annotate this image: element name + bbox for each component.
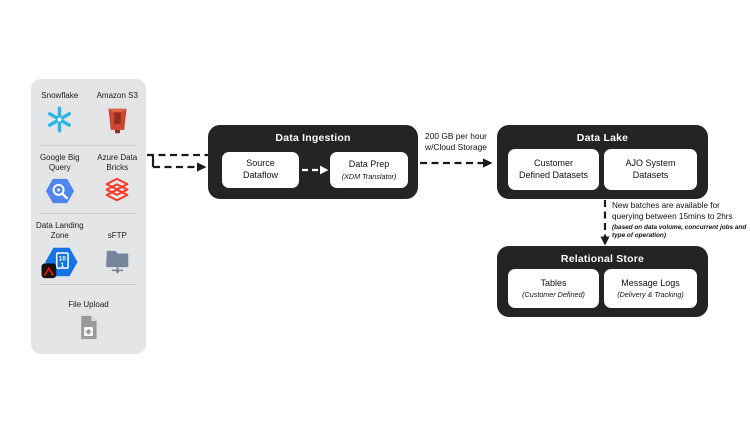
node-ajo-system-datasets: AJO System Datasets: [604, 149, 697, 190]
node-source-dataflow: Source Dataflow: [222, 152, 299, 188]
throughput-line1: 200 GB per hour: [425, 131, 487, 141]
node-subtitle: (Customer Defined): [522, 290, 585, 300]
sources-to-ingestion-arrowhead: [197, 162, 207, 172]
batch-line2: querying between 15mins to 2hrs: [612, 211, 733, 221]
bigquery-icon: [45, 178, 74, 204]
sources-row-4: File Upload: [31, 285, 146, 354]
source-azure-databricks: Azure Data Bricks: [89, 146, 147, 213]
sftp-folder-icon: [105, 250, 129, 274]
node-message-logs: Message Logs (Delivery & Tracking): [604, 269, 697, 308]
source-label: Amazon S3: [96, 91, 138, 100]
source-amazon-s3: Amazon S3: [89, 79, 147, 145]
panel-divider: [40, 284, 137, 285]
sources-panel: Snowflake Amazon S3: [31, 79, 146, 354]
source-file-upload: File Upload: [31, 285, 146, 354]
source-label: Snowflake: [41, 91, 79, 100]
source-label: sFTP: [107, 231, 127, 240]
node-data-prep: Data Prep (XDM Translator): [330, 152, 408, 188]
source-label: Azure Data Bricks: [97, 153, 138, 172]
panel-divider: [40, 145, 137, 146]
source-label: Data Landing Zone: [35, 221, 84, 240]
s3-bucket-icon: [108, 108, 127, 134]
node-title: Message Logs: [621, 277, 680, 288]
ingestion-to-lake-arrowhead: [483, 158, 493, 168]
panel-divider: [40, 213, 137, 214]
group-title: Relational Store: [560, 253, 645, 265]
node-title: Source Dataflow: [242, 158, 278, 180]
group-title: Data Ingestion: [275, 132, 351, 144]
source-google-bigquery: Google Big Query: [31, 146, 89, 213]
data-lake-group: Data Lake Customer Defined Datasets AJO …: [497, 125, 708, 199]
node-subtitle: (Delivery & Tracking): [617, 290, 684, 300]
databricks-icon: [105, 177, 129, 202]
throughput-annotation: 200 GB per hour w/Cloud Storage: [404, 131, 508, 153]
sources-row-2: Google Big Query Azure Data Bricks: [31, 146, 146, 213]
node-tables: Tables (Customer Defined): [508, 269, 599, 308]
data-landing-zone-icon: 10 1: [41, 247, 78, 279]
source-sftp: sFTP: [89, 214, 147, 284]
node-title: Customer Defined Datasets: [518, 157, 589, 180]
throughput-line2: w/Cloud Storage: [425, 142, 487, 153]
data-ingestion-group: Data Ingestion Source Dataflow Data Prep…: [208, 125, 418, 199]
node-title: AJO System Datasets: [625, 157, 676, 180]
sources-row-3: Data Landing Zone 10 1 sFTP: [31, 214, 146, 284]
source-data-landing-zone: Data Landing Zone 10 1: [31, 214, 89, 284]
relational-store-group: Relational Store Tables (Customer Define…: [497, 246, 708, 317]
file-upload-icon: [81, 315, 97, 340]
batch-latency-annotation: New batches are available for querying b…: [612, 201, 748, 240]
node-customer-defined-datasets: Customer Defined Datasets: [508, 149, 599, 190]
snowflake-icon: [48, 106, 72, 133]
svg-text:10: 10: [59, 256, 67, 263]
svg-text:1: 1: [60, 262, 64, 269]
node-title: Data Prep: [348, 159, 390, 170]
group-title: Data Lake: [576, 132, 629, 144]
source-label: Google Big Query: [39, 153, 80, 172]
node-subtitle: (XDM Translator): [341, 171, 397, 181]
batch-line1: New batches are available for: [612, 201, 720, 210]
batch-note: (based on data volume, concurrent jobs a…: [612, 223, 747, 239]
node-title: Tables: [540, 277, 567, 288]
source-snowflake: Snowflake: [31, 79, 89, 145]
source-label: File Upload: [68, 300, 109, 309]
sources-row-1: Snowflake Amazon S3: [31, 79, 146, 145]
lake-to-relational-arrowhead: [600, 236, 610, 246]
